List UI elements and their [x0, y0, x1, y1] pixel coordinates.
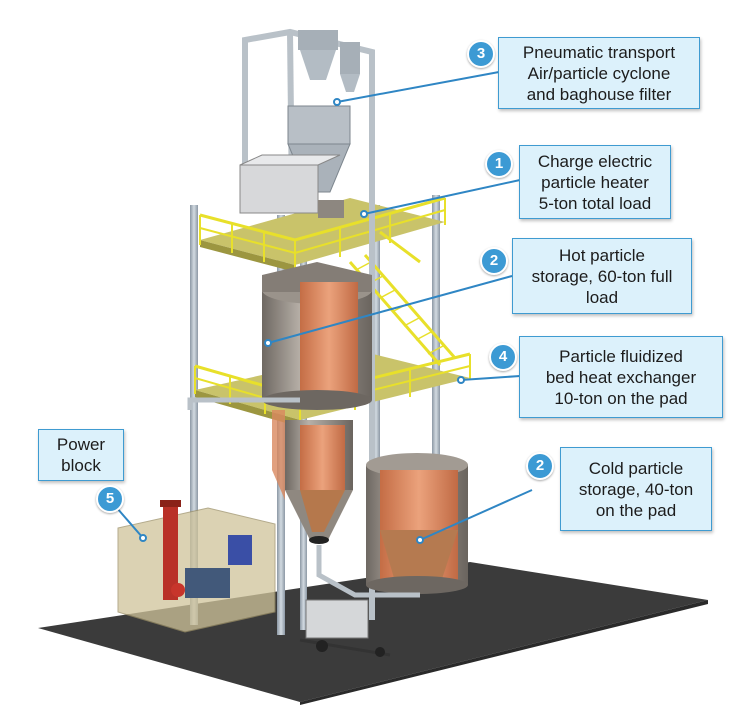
cyclone-separator [298, 30, 360, 92]
callout-power-block-line-1: Power [56, 435, 106, 454]
power-block-enclosure [117, 500, 276, 633]
callout-fluidized-bed-line-2: bed heat exchanger [545, 367, 697, 387]
upper-platform [199, 196, 446, 272]
callout-heater-line-3: 5-ton total load [538, 193, 652, 213]
callout-pneumatic-line-3: and baghouse filter [526, 84, 672, 104]
callout-number-3-pneumatic: 3 [467, 40, 495, 68]
callout-cold-storage: Cold particle storage, 40-ton on the pad [560, 447, 712, 531]
electric-particle-heater [239, 154, 344, 218]
callout-hot-storage: Hot particle storage, 60-ton full load [512, 238, 692, 314]
callout-number-5-power-block: 5 [96, 485, 124, 513]
callout-pneumatic-transport: Pneumatic transport Air/particle cyclone… [498, 37, 700, 109]
callout-fluidized-bed: Particle fluidized bed heat exchanger 10… [519, 336, 723, 418]
cold-storage-tank [366, 453, 468, 594]
callout-electric-heater: Charge electric particle heater 5-ton to… [519, 145, 671, 219]
callout-heater-line-2: particle heater [541, 172, 649, 192]
hot-storage-tank [262, 262, 372, 410]
callout-power-block-line-2: block [61, 456, 101, 475]
callout-pneumatic-line-2: Air/particle cyclone [527, 63, 671, 83]
leader-endpoints [139, 98, 465, 544]
callout-cold-storage-line-1: Cold particle [588, 458, 684, 478]
callout-pneumatic-line-1: Pneumatic transport [522, 42, 676, 62]
callout-hot-storage-line-3: load [585, 287, 619, 307]
stairway [348, 230, 457, 366]
ground-pad [38, 562, 708, 702]
callout-power-block: Power block [38, 429, 124, 481]
callout-hot-storage-line-1: Hot particle [559, 245, 645, 265]
ground-pad-edge [300, 600, 708, 705]
callout-cold-storage-line-2: storage, 40-ton [578, 479, 694, 499]
lower-piping [187, 397, 420, 598]
callout-number-2-hot-storage: 2 [480, 247, 508, 275]
callout-number-4-fluidized-bed: 4 [489, 343, 517, 371]
portable-trailer [299, 599, 391, 657]
fluidized-bed-heat-exchanger [272, 410, 353, 544]
callout-heater-line-1: Charge electric [537, 151, 653, 171]
callout-hot-storage-line-2: storage, 60-ton full [531, 266, 673, 286]
callout-number-2-cold-storage: 2 [526, 452, 554, 480]
leader-lines [109, 71, 533, 541]
callout-fluidized-bed-line-3: 10-ton on the pad [554, 388, 688, 408]
callout-number-1-heater: 1 [485, 150, 513, 178]
callout-cold-storage-line-3: on the pad [595, 500, 677, 520]
callout-fluidized-bed-line-1: Particle fluidized [559, 346, 683, 366]
